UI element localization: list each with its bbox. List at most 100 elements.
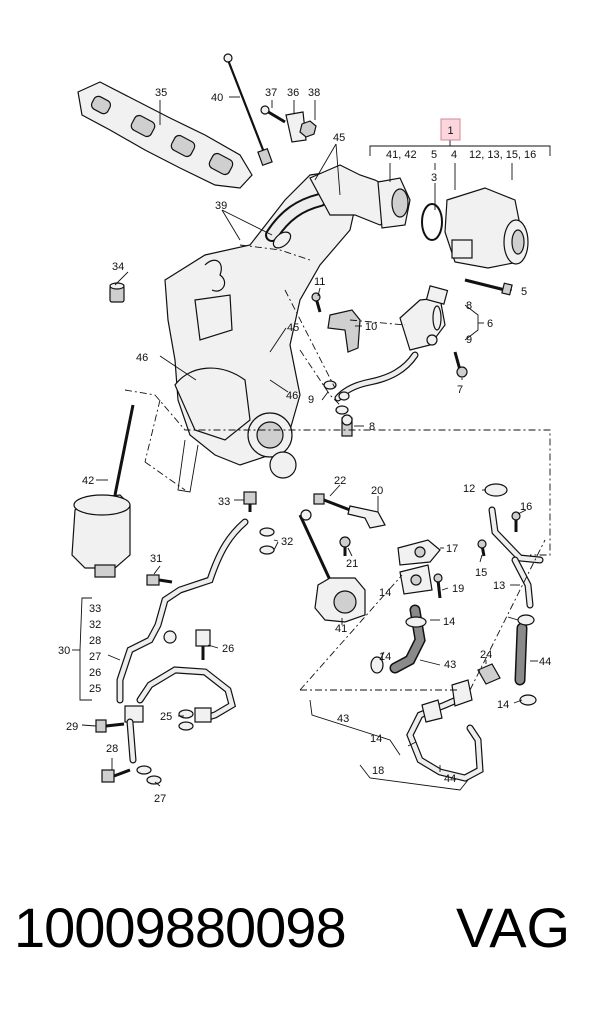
callout-label: 32 bbox=[89, 619, 101, 631]
callout-label: 33 bbox=[218, 496, 230, 508]
union-24 bbox=[477, 663, 501, 685]
clamp-14-b bbox=[370, 656, 384, 674]
callout-label: 35 bbox=[155, 87, 167, 99]
callout-label: 19 bbox=[452, 583, 464, 595]
callout-label: 14 bbox=[370, 733, 382, 745]
callout-label: 27 bbox=[154, 793, 166, 805]
callout-label: 34 bbox=[112, 261, 124, 273]
callout-label: 26 bbox=[222, 643, 234, 655]
callout-label: 25 bbox=[160, 711, 172, 723]
callout-label: 37 bbox=[265, 87, 277, 99]
stud-34 bbox=[109, 282, 125, 303]
banjo-fitting-26 bbox=[195, 629, 211, 660]
wastegate-actuator-42 bbox=[71, 404, 135, 578]
callout-label: 28 bbox=[106, 743, 118, 755]
pipe-28 bbox=[101, 718, 137, 783]
leader-lines bbox=[72, 96, 538, 791]
exploded-parts-diagram: 1 41, 42 5 4 12, 13, 15, 16 35 40 37 36 … bbox=[58, 53, 551, 805]
coolant-pipe-13 bbox=[488, 506, 544, 609]
callout-label: 15 bbox=[475, 567, 487, 579]
callout-label: 44 bbox=[539, 656, 551, 668]
callout-label: 18 bbox=[372, 765, 384, 777]
callout-label: 20 bbox=[371, 485, 383, 497]
callout-label: 9 bbox=[308, 394, 314, 406]
bolt-7 bbox=[453, 351, 468, 378]
callout-label: 45 bbox=[287, 322, 299, 334]
callout-label: 42 bbox=[82, 475, 94, 487]
callout-label: 22 bbox=[334, 475, 346, 487]
callout-label: 14 bbox=[443, 616, 455, 628]
footer: 10009880098 VAG bbox=[0, 895, 600, 985]
callout-label: 41 bbox=[335, 623, 347, 635]
component-4-housing bbox=[377, 177, 529, 269]
callout-label: 30 bbox=[58, 645, 70, 657]
bolt-11 bbox=[311, 292, 322, 313]
seal-rings-25 bbox=[178, 709, 194, 731]
bolt-22 bbox=[313, 493, 351, 512]
callout-label: 45 bbox=[333, 132, 345, 144]
callout-label: 31 bbox=[150, 553, 162, 565]
bolt-21 bbox=[339, 536, 351, 556]
bracket-20 bbox=[347, 505, 386, 529]
callout-label: 14 bbox=[497, 699, 509, 711]
callout-1-group-labels: 41, 42 5 4 12, 13, 15, 16 bbox=[386, 149, 536, 161]
callout-1-highlight[interactable]: 1 bbox=[440, 118, 461, 141]
group-label-12-13-15-16: 12, 13, 15, 16 bbox=[469, 149, 536, 161]
callout-label: 43 bbox=[337, 713, 349, 725]
oil-return-pipe-25 bbox=[124, 666, 237, 723]
bolt-5 bbox=[464, 278, 513, 296]
callout-label: 25 bbox=[89, 683, 101, 695]
brand-name: VAG bbox=[456, 896, 571, 959]
seal-rings-27 bbox=[136, 765, 162, 785]
valve-6 bbox=[399, 285, 449, 351]
callout-label: 39 bbox=[215, 200, 227, 212]
manifold-gasket-35 bbox=[77, 81, 253, 189]
bolt-19 bbox=[433, 573, 443, 599]
callout-label: 36 bbox=[287, 87, 299, 99]
clamp-14-c bbox=[517, 614, 535, 626]
bolt-8 bbox=[341, 414, 353, 437]
nut-38 bbox=[299, 120, 317, 138]
callout-1-label: 1 bbox=[447, 125, 453, 137]
callout-label: 24 bbox=[480, 649, 492, 661]
callout-label: 32 bbox=[281, 536, 293, 548]
callout-label: 12 bbox=[463, 483, 475, 495]
connecting-pipe-39 bbox=[265, 193, 327, 249]
callout-label: 46 bbox=[136, 352, 148, 364]
gasket-12 bbox=[484, 483, 508, 497]
bolt-37 bbox=[260, 105, 286, 124]
group-label-5: 5 bbox=[431, 149, 437, 161]
callout-label: 21 bbox=[346, 558, 358, 570]
callout-label: 28 bbox=[89, 635, 101, 647]
gasket-17 bbox=[397, 539, 441, 566]
callout-label: 38 bbox=[308, 87, 320, 99]
callout-label: 29 bbox=[66, 721, 78, 733]
group-label-4: 4 bbox=[451, 149, 457, 161]
bolt-29 bbox=[95, 719, 125, 733]
bolt-31 bbox=[146, 574, 173, 586]
callout-label: 6 bbox=[487, 318, 493, 330]
oil-feed-pipe-30 bbox=[116, 518, 249, 704]
callout-label: 17 bbox=[446, 543, 458, 555]
callout-label: 13 bbox=[493, 580, 505, 592]
turbocharger-assembly bbox=[164, 169, 361, 493]
callout-label: 8 bbox=[466, 300, 472, 312]
callout-label: 14 bbox=[379, 587, 391, 599]
reference-lines bbox=[124, 244, 551, 691]
callout-label: 9 bbox=[466, 334, 472, 346]
callout-1-group-bracket bbox=[369, 140, 551, 190]
bolt-15 bbox=[477, 539, 487, 557]
callout-label: 8 bbox=[369, 421, 375, 433]
group-label-41-42: 41, 42 bbox=[386, 149, 417, 161]
coolant-pipe-18 bbox=[406, 679, 484, 782]
callout-label: 16 bbox=[520, 501, 532, 513]
callout-label: 46 bbox=[286, 390, 298, 402]
actuator-41 bbox=[298, 509, 366, 623]
callout-label: 44 bbox=[444, 773, 456, 785]
callout-label: 11 bbox=[314, 276, 325, 288]
clamp-14-a bbox=[405, 616, 427, 628]
coolant-hose-44 bbox=[514, 622, 528, 686]
callout-label: 14 bbox=[379, 651, 391, 663]
bracket-36 bbox=[285, 111, 307, 143]
bracket-10 bbox=[327, 309, 361, 353]
